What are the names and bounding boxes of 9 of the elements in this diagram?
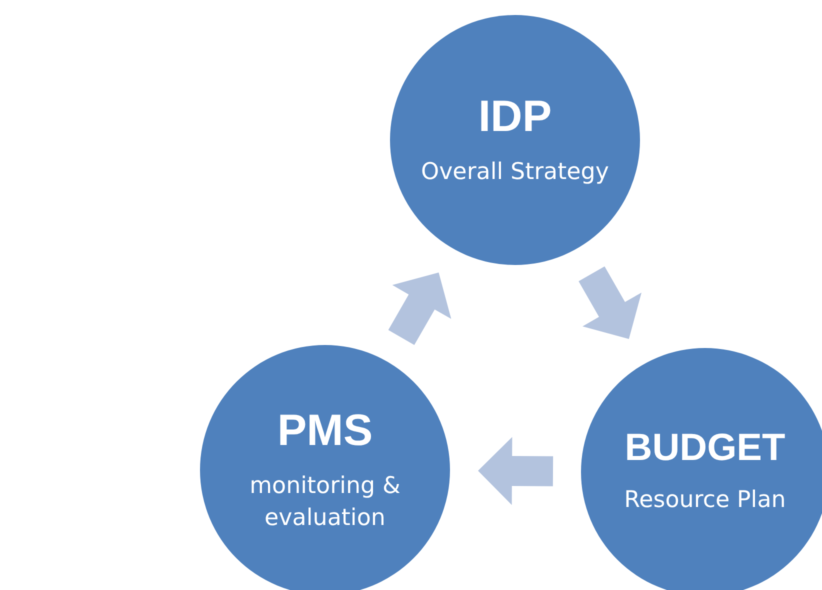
node-title: IDP <box>478 92 552 142</box>
block-arrow <box>578 266 642 339</box>
node-description: Overall Strategy <box>420 158 610 187</box>
node-description: Resource Plan <box>624 486 786 516</box>
node-description: monitoring & evaluation <box>248 472 402 533</box>
node-title: BUDGET <box>624 427 786 470</box>
block-arrow <box>388 272 452 345</box>
node-title: PMS <box>277 406 373 456</box>
block-arrow <box>478 437 554 505</box>
